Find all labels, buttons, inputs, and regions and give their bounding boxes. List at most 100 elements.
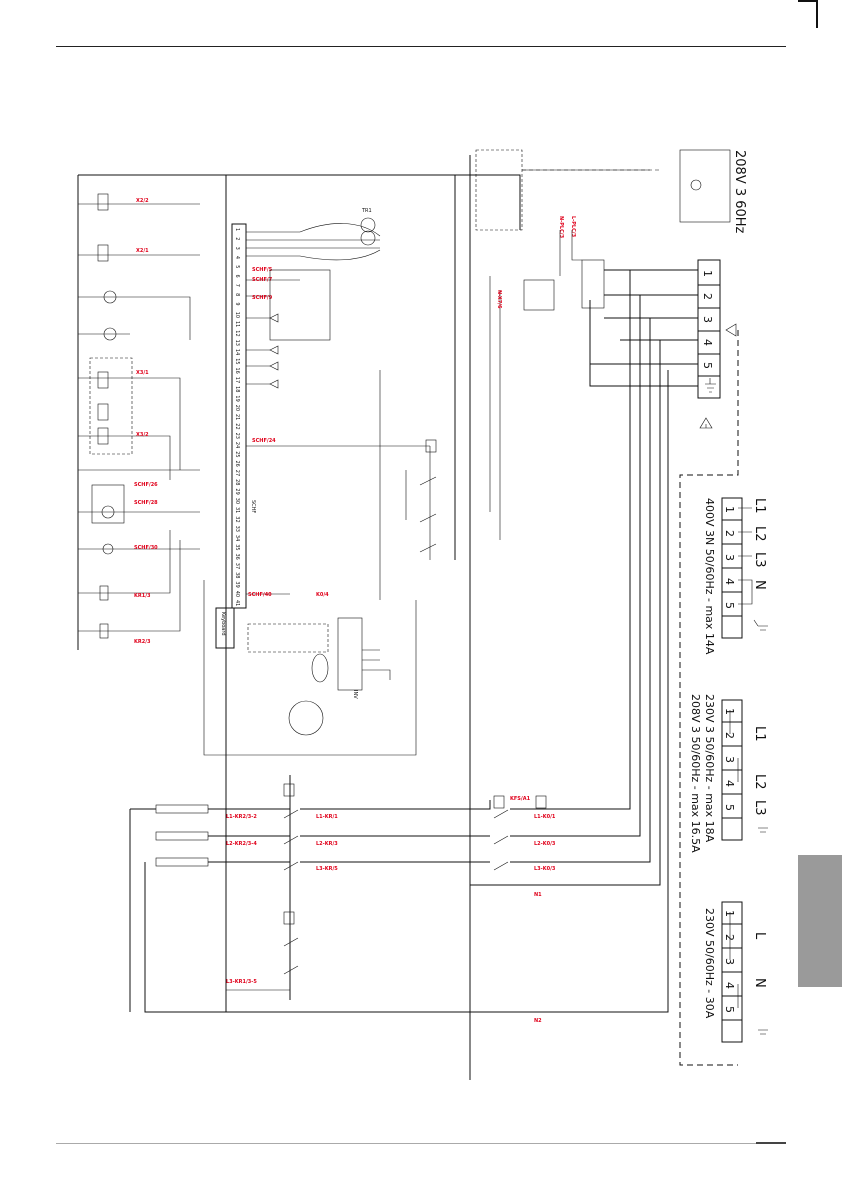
schf-terminal-number: 41 [234, 600, 240, 606]
jumper-arrow [725, 323, 737, 337]
motor-m1 [288, 700, 324, 736]
plc-box [581, 259, 605, 309]
schf-terminal-number: 27 [234, 470, 240, 476]
block3-spec: 230V 50/60Hz - 30A [703, 908, 716, 1019]
schf-terminal-number: 11 [234, 321, 240, 327]
wire-label-n-x7-6: N-X7/6 [496, 290, 502, 309]
schf-terminal-number: 8 [234, 293, 240, 296]
block1-terminal-4: 4 [723, 578, 736, 585]
main-terminal-5: 5 [701, 362, 714, 369]
block2-terminal-5: 5 [723, 804, 736, 811]
tfpc-box [679, 149, 731, 223]
schf-terminal-number: 38 [234, 572, 240, 578]
wire-label-l2-k0: L2-K0/3 [534, 841, 556, 847]
wire-label-schf-24: SCHF/24 [252, 438, 276, 444]
block1-terminal-1: 1 [723, 506, 736, 513]
block2-terminal-4: 4 [723, 780, 736, 787]
wire-label-l-plc-3: L-PLC/3 [570, 216, 576, 238]
wire-label-l1-kr2: L1-KR2/3-2 [226, 814, 257, 820]
schf-terminal-number: 26 [234, 461, 240, 467]
block3-terminal-5: 5 [723, 1006, 736, 1013]
schf-terminal-number: 35 [234, 544, 240, 550]
supply-block-2 [721, 699, 768, 841]
block2-terminal-3: 3 [723, 756, 736, 763]
supply-block-3 [721, 901, 768, 1043]
jumper-frame [679, 330, 739, 1066]
block2-line-l1: L1 [752, 726, 767, 742]
main-terminal-3: 3 [701, 316, 714, 323]
schf-terminal-strip [215, 223, 430, 649]
block1-terminal-3: 3 [723, 554, 736, 561]
block1-line-l1: L1 [752, 498, 767, 514]
wire-label-schf-28: SCHF/28 [134, 500, 158, 506]
wire-label-schf-5: SCHF/5 [252, 267, 273, 273]
wire-label-schf-7: SCHF/7 [252, 277, 273, 283]
schf-board-label: SCHF [250, 500, 256, 513]
schf-terminal-number: 20 [234, 405, 240, 411]
keyboard-label: Keyboard [220, 612, 226, 636]
schf-terminal-number: 36 [234, 554, 240, 560]
block2-spec-2: 208V 3 50/60Hz - max 16.5A [689, 694, 702, 853]
schf-terminal-number: 33 [234, 526, 240, 532]
block1-terminal-2: 2 [723, 530, 736, 537]
relay-k0-coil [425, 439, 437, 453]
wire-label-schf-30: SCHF/30 [134, 545, 158, 551]
wire-label-l2-kr: L2-KR/3 [316, 841, 338, 847]
main-terminal-4: 4 [701, 339, 714, 346]
schf-terminal-number: 24 [234, 442, 240, 448]
block2-line-l3: L3 [752, 800, 767, 816]
left-loads [78, 193, 200, 639]
schf-terminal-number: 9 [234, 302, 240, 305]
schf-terminal-number: 28 [234, 479, 240, 485]
wire-label-x2-1: X2/1 [136, 248, 149, 254]
wire-label-l2-kr2: L2-KR2/3-4 [226, 841, 257, 847]
relay-contacts [419, 476, 437, 553]
top-voltage-spec: 208V 3 60Hz [732, 150, 747, 234]
schf-terminal-number: 15 [234, 358, 240, 364]
schf-terminal-number: 14 [234, 349, 240, 355]
schf-terminal-number: 5 [234, 265, 240, 268]
inverter-box [337, 617, 363, 691]
schf-terminal-number: 2 [234, 237, 240, 240]
earth-symbol [705, 378, 716, 393]
schf-terminal-number: 12 [234, 330, 240, 336]
middle-control-wires [379, 276, 501, 600]
block1-line-l2: L2 [752, 526, 767, 542]
wire-label-kr1-3: KR1/3 [134, 593, 151, 599]
schf-terminal-number: 23 [234, 433, 240, 439]
block3-terminal-3: 3 [723, 958, 736, 965]
wire-label-schf-40: SCHF/40 [248, 592, 272, 598]
schf-terminal-number: 21 [234, 414, 240, 420]
block3-terminal-1: 1 [723, 910, 736, 917]
block3-terminal-4: 4 [723, 982, 736, 989]
block3-line-n: N [752, 978, 767, 988]
wire-label-x3-1: X3/1 [136, 370, 149, 376]
block1-terminal-5: 5 [723, 602, 736, 609]
wire-label-kr2-3: KR2/3 [134, 639, 151, 645]
wire-label-l1-k0: L1-K0/1 [534, 814, 556, 820]
crop-mark-horizontal [798, 0, 818, 2]
schf-terminal-number: 3 [234, 247, 240, 250]
wire-label-x2-2: X2/2 [136, 198, 149, 204]
wire-label-n2: N2 [534, 1018, 542, 1024]
wire-label-x3-2: X3/2 [136, 432, 149, 438]
block3-terminal-2: 2 [723, 934, 736, 941]
schf-terminal-number: 6 [234, 275, 240, 278]
schf-terminal-number: 30 [234, 498, 240, 504]
cable-shield [311, 653, 329, 683]
schf-terminal-number: 17 [234, 377, 240, 383]
wire-label-schf-9: SCHF/9 [252, 295, 273, 301]
block1-line-n: N [752, 580, 767, 590]
block2-terminal-1: 1 [723, 708, 736, 715]
wire-label-k0-4: K0/4 [316, 592, 329, 598]
schf-terminal-number: 1 [234, 228, 240, 231]
schf-terminal-number: 37 [234, 563, 240, 569]
sensor-switches [269, 217, 381, 389]
main-terminal-2: 2 [701, 293, 714, 300]
schf-terminal-number: 4 [234, 256, 240, 259]
wire-label-l3-k0: L3-K0/3 [534, 866, 556, 872]
tfpc-coil [690, 179, 702, 191]
wire-label-l3-kr1: L3-KR1/3-5 [226, 979, 257, 985]
crop-mark-vertical [816, 0, 818, 28]
